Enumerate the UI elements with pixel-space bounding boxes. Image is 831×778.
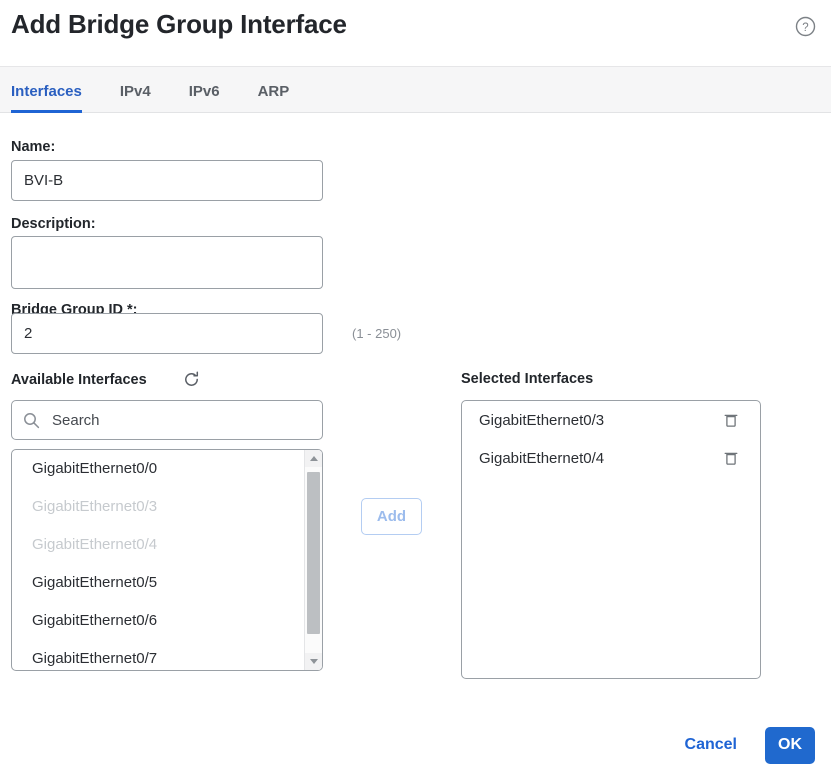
list-item[interactable]: GigabitEthernet0/3 xyxy=(462,401,760,439)
selected-interfaces-label: Selected Interfaces xyxy=(461,371,594,387)
selected-item-label: GigabitEthernet0/4 xyxy=(479,449,605,467)
available-list-items: GigabitEthernet0/0 GigabitEthernet0/3 Gi… xyxy=(12,450,305,670)
list-item[interactable]: GigabitEthernet0/0 xyxy=(32,460,158,477)
trash-icon[interactable] xyxy=(723,412,739,428)
bridge-group-id-hint: (1 - 250) xyxy=(352,326,402,341)
svg-text:?: ? xyxy=(802,22,808,34)
available-interfaces-list: GigabitEthernet0/0 GigabitEthernet0/3 Gi… xyxy=(11,449,323,671)
list-item[interactable]: GigabitEthernet0/7 xyxy=(32,650,158,667)
bridge-group-id-input[interactable] xyxy=(11,313,323,354)
dialog-footer: Cancel OK xyxy=(0,712,831,778)
tab-interfaces[interactable]: Interfaces xyxy=(11,83,82,113)
dialog-header: Add Bridge Group Interface ? xyxy=(0,0,831,66)
list-item[interactable]: GigabitEthernet0/6 xyxy=(32,612,158,629)
tab-arp[interactable]: ARP xyxy=(257,83,290,100)
selected-interfaces-list: GigabitEthernet0/3 GigabitEthernet0/4 xyxy=(461,400,761,679)
dialog-body: Name: Description: Bridge Group ID *: (1… xyxy=(0,113,831,713)
list-item[interactable]: GigabitEthernet0/4 xyxy=(462,439,760,477)
ok-button[interactable]: OK xyxy=(765,726,815,764)
list-item: GigabitEthernet0/4 xyxy=(32,536,158,553)
list-item[interactable]: GigabitEthernet0/5 xyxy=(32,574,158,591)
search-icon xyxy=(23,412,40,429)
list-item: GigabitEthernet0/3 xyxy=(32,498,158,515)
cancel-button[interactable]: Cancel xyxy=(675,728,747,762)
selected-item-label: GigabitEthernet0/3 xyxy=(479,411,605,429)
description-input[interactable] xyxy=(11,236,323,289)
tab-bar: Interfaces IPv4 IPv6 ARP xyxy=(0,66,831,113)
name-label: Name: xyxy=(11,139,56,155)
help-circle-icon[interactable]: ? xyxy=(795,16,816,37)
search-box[interactable] xyxy=(11,400,323,440)
available-list-scrollbar[interactable] xyxy=(304,450,322,670)
page-title: Add Bridge Group Interface xyxy=(11,9,347,39)
scroll-down-arrow-icon[interactable] xyxy=(305,653,322,670)
add-button[interactable]: Add xyxy=(361,498,422,535)
scroll-up-arrow-icon[interactable] xyxy=(305,450,322,467)
available-interfaces-label: Available Interfaces xyxy=(11,372,147,388)
scrollbar-thumb[interactable] xyxy=(307,472,320,634)
name-input[interactable] xyxy=(11,160,323,201)
trash-icon[interactable] xyxy=(723,450,739,466)
search-input[interactable] xyxy=(50,402,300,438)
refresh-icon[interactable] xyxy=(183,371,200,388)
tab-ipv6[interactable]: IPv6 xyxy=(188,83,220,100)
tab-ipv4[interactable]: IPv4 xyxy=(119,83,151,100)
description-label: Description: xyxy=(11,216,96,232)
